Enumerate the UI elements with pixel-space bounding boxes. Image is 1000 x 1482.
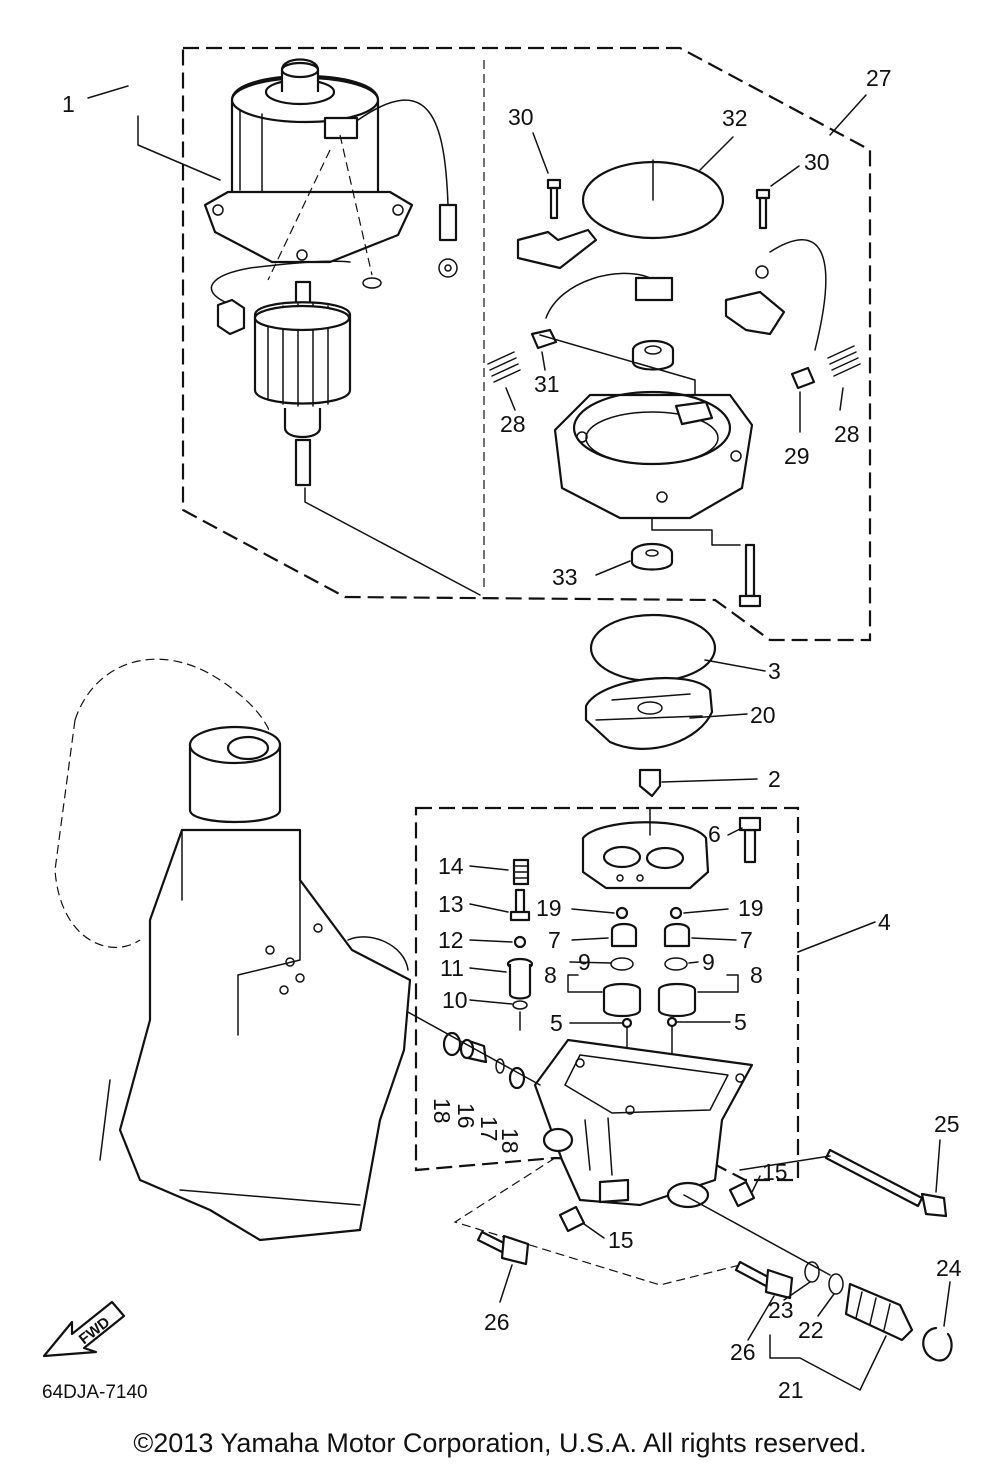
callout-label: 12 [438,927,464,953]
callout-label: 15 [762,1159,788,1185]
callout-label: 21 [778,1377,804,1403]
callout-label: 2 [768,766,781,792]
tilt-cylinder [54,658,412,1242]
callout-label: 9 [578,949,591,975]
callout-label: 33 [552,564,578,590]
callout-label: 1 [62,91,75,117]
callout-label: 26 [730,1339,756,1365]
callout-label: 8 [750,962,763,988]
motor-assembly-boundary [181,46,872,642]
callout-label: 3 [768,658,781,684]
armature [210,260,481,596]
callout-label: 17 [476,1116,502,1142]
pump-assembly-boundary [414,806,800,1286]
fwd-arrow-icon: FWD [42,1300,126,1358]
copyright-notice: ©2013 Yamaha Motor Corporation, U.S.A. A… [133,1428,867,1458]
fasteners [309,957,953,1362]
callout-label: 26 [484,1309,510,1335]
callout-label: 18 [497,1128,523,1154]
callout-labels: 1 30 32 30 27 31 28 28 29 33 3 20 2 6 4 … [62,65,962,1403]
brush-holder-bracket [487,159,861,608]
callout-label: 15 [608,1227,634,1253]
callout-label: 13 [438,891,464,917]
callout-label: 6 [708,821,721,847]
callout-label: 8 [544,962,557,988]
callout-label: 19 [536,895,562,921]
callout-label: 7 [548,927,561,953]
callout-label: 5 [734,1009,747,1035]
callout-label: 4 [878,909,891,935]
callout-label: 11 [440,955,464,981]
motor-yoke [203,58,458,289]
callout-label: 14 [438,853,464,879]
callout-label: 31 [534,371,560,397]
reference-code: 64DJA-7140 [42,1382,148,1403]
callout-label: 30 [804,149,830,175]
callout-label: 5 [550,1010,563,1036]
callout-label: 19 [738,895,764,921]
callout-label: 16 [453,1103,479,1129]
pump-seal-and-filter [584,613,717,798]
gear-pump [581,807,762,890]
callout-label: 22 [798,1317,824,1343]
callout-label: 20 [750,702,776,728]
callout-label: 25 [934,1111,960,1137]
callout-label: 7 [740,927,753,953]
callout-label: 10 [442,987,468,1013]
callout-label: 9 [702,949,715,975]
pump-housing [533,1038,754,1209]
callout-label: 24 [936,1255,962,1281]
callout-label: 28 [500,411,526,437]
callout-label: 32 [722,105,748,131]
callout-label: 29 [784,443,810,469]
callout-label: 27 [866,65,892,91]
callout-label: 23 [768,1297,794,1323]
callout-label: 18 [429,1098,455,1124]
callout-leaders [87,85,951,1391]
callout-label: 28 [834,421,860,447]
callout-label: 30 [508,104,534,130]
